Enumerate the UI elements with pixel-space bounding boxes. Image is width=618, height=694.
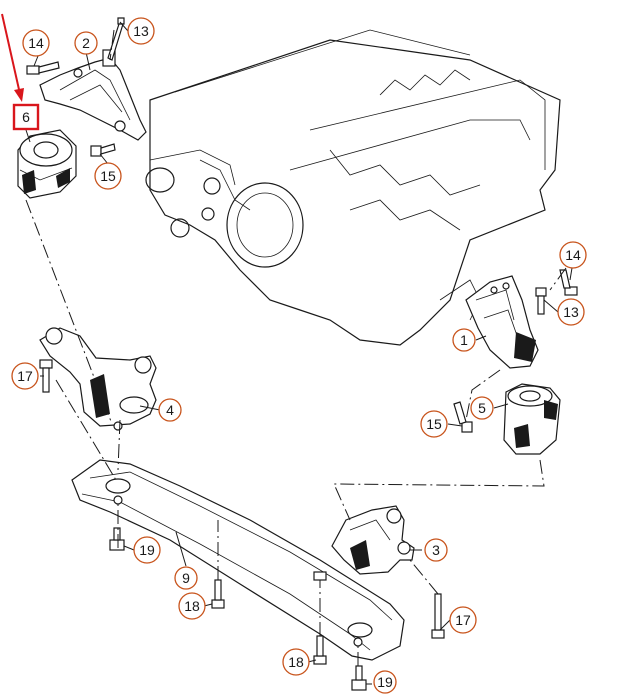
bolt-17-right[interactable] (431, 593, 445, 639)
callout-3[interactable]: 3 (424, 538, 448, 562)
subframe-crossmember[interactable] (71, 459, 405, 661)
bolt-13-top[interactable] (107, 17, 125, 61)
nut-19-left[interactable] (109, 527, 125, 551)
bolt-14-top[interactable] (26, 61, 60, 75)
callout-15-top[interactable]: 15 (94, 162, 122, 190)
engine-mount-left[interactable] (17, 129, 77, 199)
callout-9[interactable]: 9 (174, 566, 198, 590)
callout-14-right[interactable]: 14 (559, 241, 587, 269)
callout-18-bottom-label: 18 (288, 654, 304, 670)
callout-2-label: 2 (82, 35, 90, 51)
nut-19-bottom[interactable] (351, 665, 367, 691)
callout-14-top-label: 14 (28, 35, 44, 51)
callout-17-right-label: 17 (455, 612, 471, 628)
bolt-18-left[interactable] (211, 579, 225, 609)
callout-17-left-label: 17 (17, 368, 33, 384)
callout-19-bottom[interactable]: 19 (373, 670, 397, 694)
bolt-15-right[interactable] (453, 401, 473, 433)
engine-bracket-left[interactable] (39, 49, 147, 141)
callout-15-right[interactable]: 15 (420, 410, 448, 438)
callout-18-left[interactable]: 18 (178, 592, 206, 620)
bolt-15-top[interactable] (90, 143, 116, 157)
callout-13-right-label: 13 (563, 304, 579, 320)
callout-19-left-label: 19 (139, 542, 155, 558)
callout-5-label: 5 (478, 400, 486, 416)
callout-15-top-label: 15 (100, 168, 116, 184)
callout-1[interactable]: 1 (452, 328, 476, 352)
callout-4[interactable]: 4 (158, 398, 182, 422)
callout-19-bottom-label: 19 (377, 674, 393, 690)
callout-9-label: 9 (182, 570, 190, 586)
callout-3-label: 3 (432, 542, 440, 558)
engine-block (145, 29, 561, 346)
callout-6-label: 6 (22, 109, 30, 125)
callout-18-bottom[interactable]: 18 (282, 648, 310, 676)
callout-15-right-label: 15 (426, 416, 442, 432)
callout-6[interactable]: 6 (12, 103, 40, 131)
engine-mount-right[interactable] (503, 383, 561, 455)
callout-2[interactable]: 2 (74, 31, 98, 55)
engine-bracket-right[interactable] (465, 275, 539, 369)
callout-14-top[interactable]: 14 (22, 29, 50, 57)
callout-4-label: 4 (166, 402, 174, 418)
bolt-14-right[interactable] (559, 269, 578, 296)
subframe-bracket-right[interactable] (331, 505, 415, 575)
callout-13-top-label: 13 (133, 23, 149, 39)
callout-17-left[interactable]: 17 (11, 362, 39, 390)
highlight-arrow (1, 13, 24, 102)
callout-13-right[interactable]: 13 (557, 298, 585, 326)
callout-19-left[interactable]: 19 (133, 536, 161, 564)
callout-18-left-label: 18 (184, 598, 200, 614)
bolt-13-right[interactable] (535, 287, 547, 315)
callout-13-top[interactable]: 13 (127, 17, 155, 45)
callout-1-label: 1 (460, 332, 468, 348)
leader-lines (25, 21, 573, 685)
subframe-bracket-left[interactable] (39, 327, 157, 431)
callout-5[interactable]: 5 (470, 396, 494, 420)
alignment-lines (25, 29, 567, 666)
bolt-17-left[interactable] (39, 359, 53, 393)
highlight-box (12, 103, 40, 131)
callout-14-right-label: 14 (565, 247, 581, 263)
callout-17-right[interactable]: 17 (449, 606, 477, 634)
